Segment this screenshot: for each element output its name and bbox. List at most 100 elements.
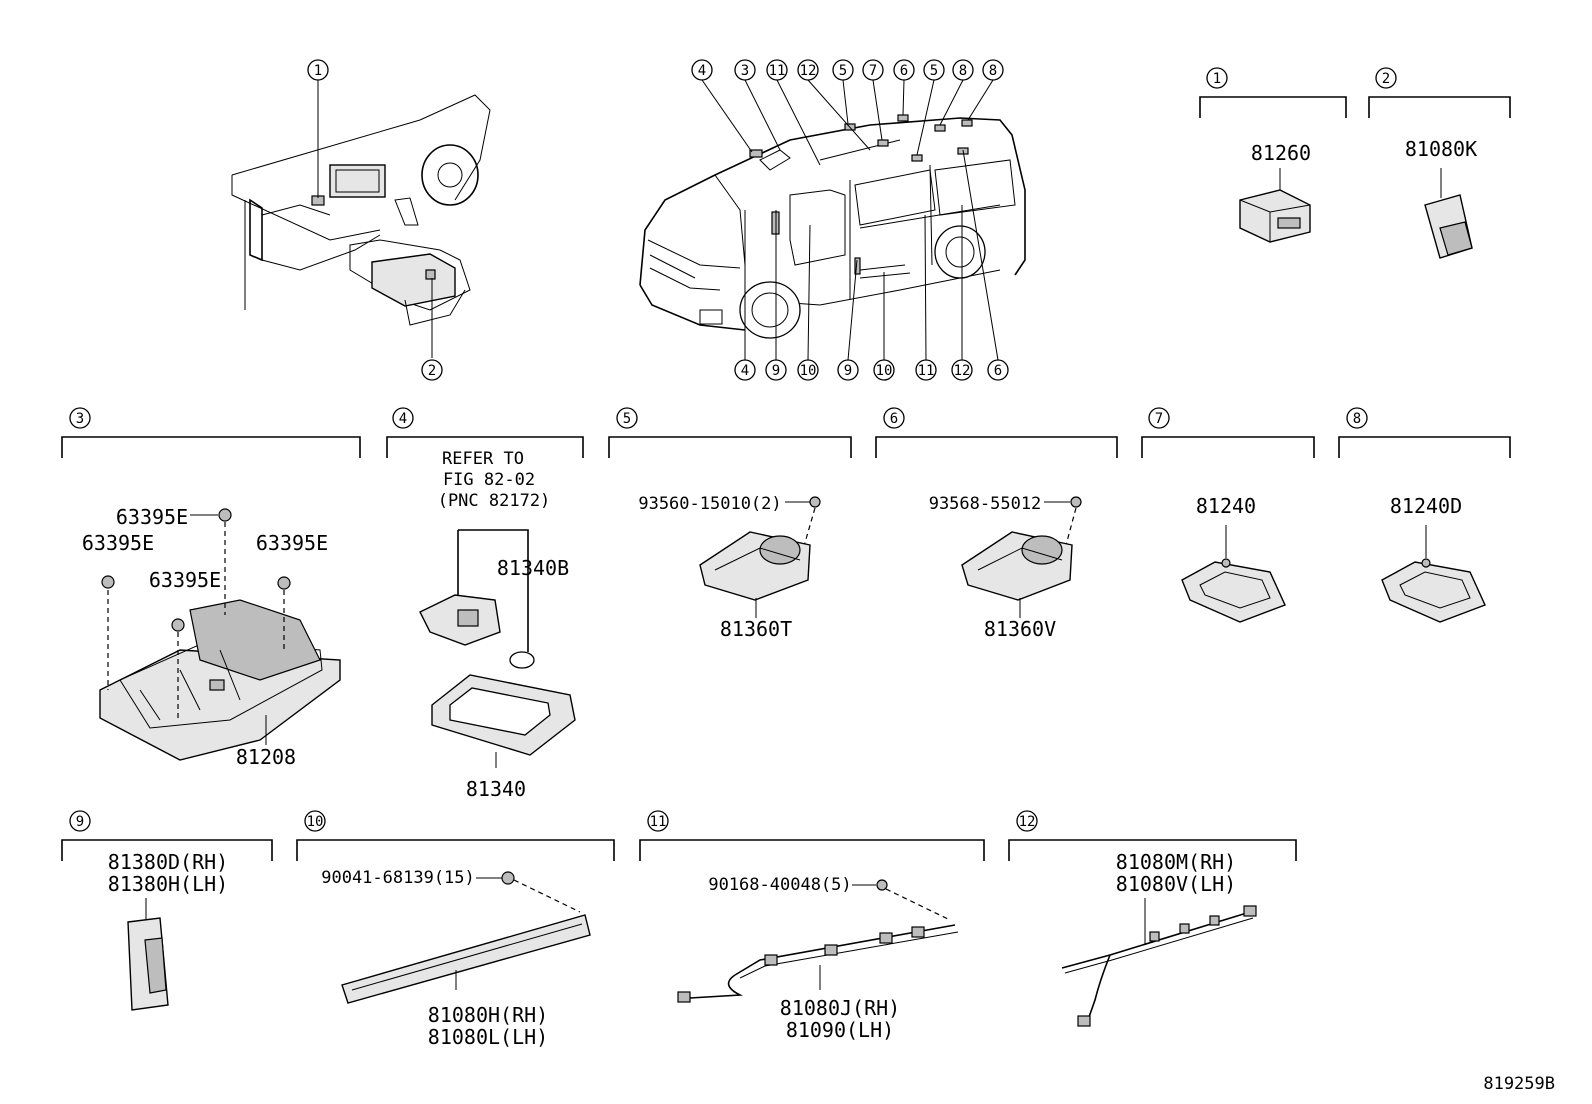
group-callout: 6 [890,411,898,427]
callout-label: 6 [994,363,1002,379]
callout-label: 5 [930,63,938,79]
circled-number-icon [69,810,91,832]
part-number: 90041-68139(15) [321,868,475,888]
callout-label: 4 [741,363,749,379]
group-callout: 7 [1155,411,1163,427]
reference-note: FIG 82-02 [443,470,535,490]
circled-number-icon [923,59,945,81]
callout-label: 9 [844,363,852,379]
part-number: 81080V(LH) [1116,872,1236,896]
part-number: 81080H(RH) [428,1003,548,1027]
part-81360V [961,496,1082,618]
part-number: 63395E [149,568,221,592]
group-callout: 11 [650,814,667,830]
group-1 [1199,96,1347,243]
callout-label: 3 [741,63,749,79]
callout-label: 11 [769,63,786,79]
row2-brackets [61,436,1511,458]
circled-number-icon [734,359,756,381]
circled-number-icon [766,59,788,81]
part-81360T [699,496,821,618]
circled-number-icon [392,407,414,429]
circled-number-icon [421,359,443,381]
callout-label: 10 [800,363,817,379]
circled-number-icon [832,59,854,81]
part-number: 81360T [720,617,792,641]
part-number: 90168-40048(5) [708,875,851,895]
group-callout: 12 [1019,814,1036,830]
group-callout: 8 [1353,411,1361,427]
dashboard-illustration [231,94,491,326]
callout-label: 8 [959,63,967,79]
part-number: 81080J(RH) [780,996,900,1020]
part-number: 81090(LH) [786,1018,894,1042]
part-number: 81360V [984,617,1056,641]
callout-label: 11 [918,363,935,379]
circled-number-icons: 1 2 4 3 11 12 5 7 6 5 8 8 4 9 10 9 10 [69,59,1397,832]
part-number: 81340B [497,556,569,580]
part-number: 93560-15010(2) [638,494,781,514]
part-number: 81380H(LH) [108,872,228,896]
circled-number-icon [307,59,329,81]
part-number: 63395E [256,531,328,555]
callout-label: 7 [869,63,877,79]
group-2 [1368,96,1511,259]
van-leader-lines [701,79,999,361]
circled-number-icon [862,59,884,81]
circled-number-icon [1206,67,1228,89]
part-number: 63395E [82,531,154,555]
part-81340 [419,529,576,768]
circled-number-icon [1148,407,1170,429]
part-labels: 81260 81080K 63395E 63395E 63395E 63395E… [82,137,1555,1094]
circled-number-icon [304,810,326,832]
group-callout: 1 [1213,71,1221,87]
part-81080J [677,879,959,1003]
part-number: 81340 [466,777,526,801]
row3-brackets [61,839,1297,861]
group-callout: 3 [76,411,84,427]
circled-number-icon [69,407,91,429]
part-number: 81080M(RH) [1116,850,1236,874]
circled-number-icon [797,59,819,81]
callout-label: 9 [772,363,780,379]
circled-number-icon [765,359,787,381]
circled-number-icon [893,59,915,81]
van-illustration [639,114,1026,339]
circled-number-icon [883,407,905,429]
part-number: 93568-55012 [929,494,1042,514]
circled-number-icon [952,59,974,81]
diagram-code: 819259B [1483,1074,1555,1094]
callout-label: 12 [800,63,817,79]
part-81208 [99,508,341,761]
part-81080H [341,871,591,1004]
group-callout: 2 [1382,71,1390,87]
part-81240 [1181,525,1286,623]
circled-number-icon [915,359,937,381]
group-callout: 5 [623,411,631,427]
part-81380D [127,898,169,1011]
part-number: 81380D(RH) [108,850,228,874]
group-callout: 9 [76,814,84,830]
callout-label: 5 [839,63,847,79]
callout-label: 10 [876,363,893,379]
reference-note: REFER TO [442,449,524,469]
part-number: 81208 [236,745,296,769]
callout-label: 4 [698,63,706,79]
group-callout: 10 [307,814,324,830]
part-number: 81080K [1405,137,1477,161]
circled-number-icon [982,59,1004,81]
circled-number-icon [951,359,973,381]
reference-note: (PNC 82172) [438,491,551,511]
circled-number-icon [837,359,859,381]
callout-label: 6 [900,63,908,79]
part-81240D [1381,525,1486,623]
callout-label: 1 [314,63,322,79]
part-number: 81080L(LH) [428,1025,548,1049]
circled-number-icon [616,407,638,429]
part-number: 81240D [1390,494,1462,518]
part-number: 81240 [1196,494,1256,518]
group-callout: 4 [399,411,407,427]
part-number: 63395E [116,505,188,529]
